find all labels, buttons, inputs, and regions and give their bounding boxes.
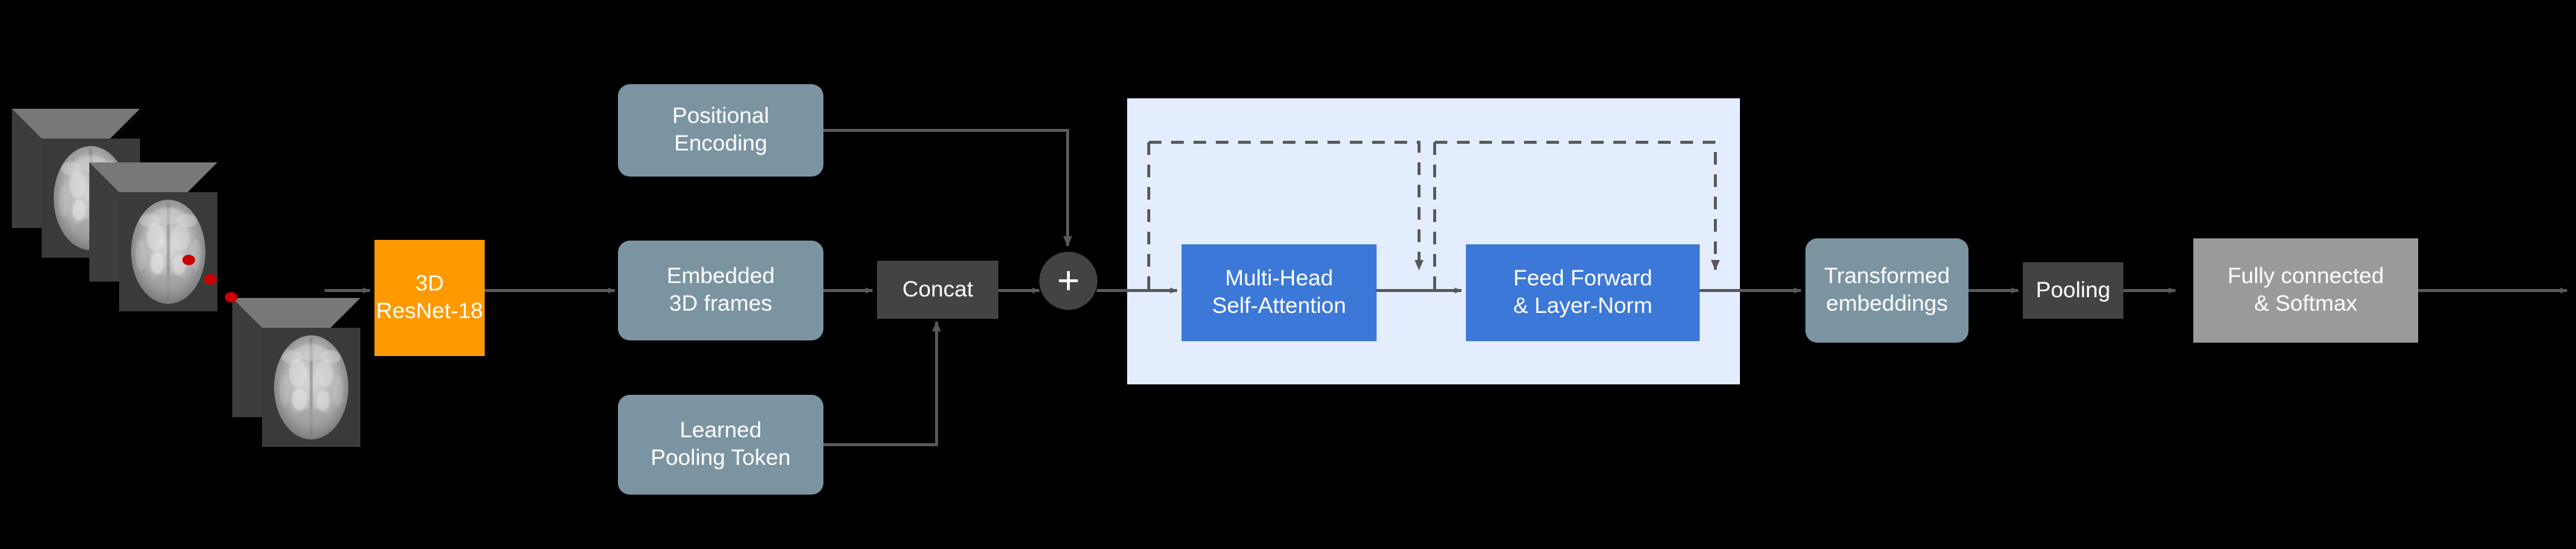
brain-slice-image — [262, 328, 360, 447]
node-learned-pooling-token[interactable]: Learned Pooling Token — [618, 395, 823, 495]
node-fully-connected-softmax-label: Fully connected & Softmax — [2227, 264, 2385, 316]
node-embedded-3d-frames-label: Embedded 3D frames — [666, 264, 775, 316]
node-3d-resnet-18[interactable]: 3D ResNet-18 — [374, 240, 485, 356]
node-embedded-3d-frames[interactable]: Embedded 3D frames — [618, 241, 823, 340]
node-pooling-label: Pooling — [2035, 277, 2111, 302]
node-fully-connected-softmax[interactable]: Fully connected & Softmax — [2193, 238, 2418, 343]
node-concat-label: Concat — [902, 276, 974, 302]
wire-token-to-concat — [823, 321, 941, 446]
node-learned-pooling-token-label: Learned Pooling Token — [651, 418, 791, 470]
node-multi-head-self-attention[interactable]: Multi-Head Self-Attention — [1182, 244, 1377, 341]
transformer-encoder-panel — [1127, 98, 1740, 384]
node-multi-head-self-attention-label: Multi-Head Self-Attention — [1211, 266, 1347, 318]
brain-volume-cube-2 — [89, 162, 247, 311]
brain-volume-cube-3 — [232, 298, 390, 447]
ellipsis-dot-1 — [182, 255, 195, 265]
node-feed-forward-layer-norm-label: Feed Forward & Layer-Norm — [1513, 266, 1653, 318]
node-transformed-embeddings-label: Transformed embeddings — [1824, 264, 1950, 316]
node-3d-resnet-18-label: 3D ResNet-18 — [376, 271, 483, 323]
node-add-operator-label: + — [1056, 259, 1080, 302]
ellipsis-dot-3 — [225, 292, 237, 302]
node-transformed-embeddings[interactable]: Transformed embeddings — [1805, 238, 1968, 343]
node-concat[interactable]: Concat — [877, 261, 998, 319]
node-feed-forward-layer-norm[interactable]: Feed Forward & Layer-Norm — [1466, 244, 1700, 341]
node-positional-encoding-label: Positional Encoding — [672, 104, 770, 156]
node-positional-encoding[interactable]: Positional Encoding — [618, 84, 823, 177]
node-pooling[interactable]: Pooling — [2023, 262, 2123, 319]
brain-slice-image — [119, 192, 217, 311]
wire-posenc-to-add — [823, 129, 1072, 247]
node-add-operator[interactable]: + — [1039, 252, 1097, 310]
ellipsis-dot-2 — [204, 274, 217, 285]
